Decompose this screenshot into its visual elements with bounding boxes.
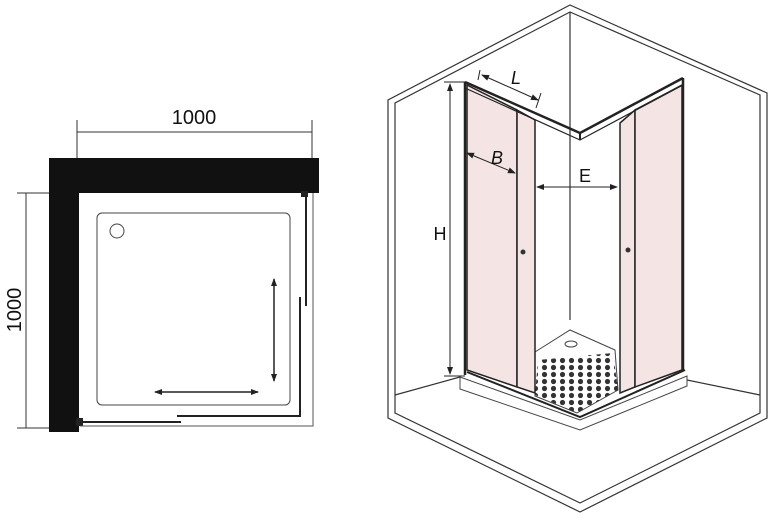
entrance-width-label: E <box>579 166 591 186</box>
left-handle-icon <box>520 249 526 255</box>
panel-width-label: B <box>491 148 503 168</box>
panel-top-label: L <box>511 68 521 88</box>
height-label: H <box>434 224 447 244</box>
width-label: 1000 <box>172 107 217 129</box>
width-dimension <box>76 120 313 160</box>
shower-tray-3d <box>459 329 688 431</box>
door-panels <box>76 191 308 426</box>
panel-width-dimension <box>466 152 516 174</box>
drain-icon <box>109 223 125 239</box>
plan-view: 1000 1000 <box>4 107 319 432</box>
frame <box>463 76 686 419</box>
depth-dimension <box>17 192 49 429</box>
wall <box>49 158 319 432</box>
depth-label: 1000 <box>4 288 26 333</box>
room <box>387 4 768 513</box>
shower-tray <box>96 212 291 406</box>
enclosure-outline <box>80 193 314 427</box>
right-handle-icon <box>625 247 631 253</box>
panel-top-dimension <box>477 69 542 109</box>
left-sliding-door <box>516 108 536 395</box>
perspective-view: H L B E <box>387 4 768 513</box>
height-dimension <box>444 81 465 377</box>
left-fixed-panel <box>466 83 518 389</box>
right-fixed-panel <box>634 83 683 389</box>
